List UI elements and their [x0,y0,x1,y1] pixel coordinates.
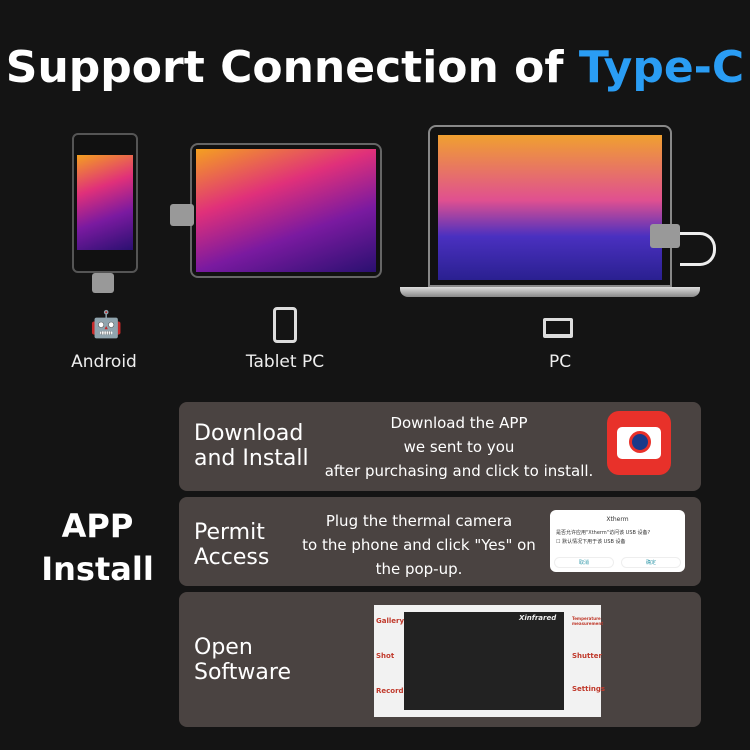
page-title: Support Connection of Type-C [0,42,750,93]
callout-temperature: Temperature measurement [572,616,604,626]
device-label: Tablet PC [245,352,325,372]
step-download: Download and Install Download the APP we… [179,402,701,491]
callout-settings: Settings [572,685,606,693]
phone-image [72,133,138,273]
usb-c-camera [92,273,114,293]
dialog-question: 是否允许应用"Xtherm"访问该 USB 设备? [556,530,651,536]
checkbox-label: 默认情况下用于该 USB 设备 [562,539,626,545]
callout-record: Record [376,687,404,695]
callout-gallery: Gallery [376,617,405,625]
desc-line: the pop-up. [375,560,463,578]
step-title: Open Software [194,635,291,685]
section-title: APP Install [41,507,154,588]
usb-cable [680,232,716,266]
laptop-base [400,287,700,297]
device-label: Android [71,352,137,372]
step-description: Download the APP we sent to you after pu… [319,411,599,483]
title-main: Support Connection of [5,42,579,93]
camera-app-icon [607,411,671,475]
dialog-checkbox[interactable]: ☐ 默认情况下用于该 USB 设备 [556,539,626,545]
laptop-image [428,125,672,287]
step-title: Download and Install [194,421,309,471]
desc-line: to the phone and click "Yes" on [302,536,536,554]
usb-c-camera [170,204,194,226]
camera-view [404,612,564,710]
ok-button[interactable]: 确定 [621,557,681,568]
title-accent: Type-C [578,42,745,93]
usb-permission-dialog: Xtherm 是否允许应用"Xtherm"访问该 USB 设备? ☐ 默认情况下… [550,510,685,572]
laptop-icon [543,318,573,338]
tablet-icon [273,307,297,343]
callout-shot: Shot [376,652,395,660]
step-title: Permit Access [194,520,270,570]
usb-c-camera [650,224,680,248]
desc-line: Download the APP [390,414,528,432]
callout-shutter: Shutter [572,652,602,660]
android-icon: 🤖 [90,310,123,340]
desc-line: Plug the thermal camera [325,512,513,530]
device-label: PC [548,352,572,372]
desc-line: after purchasing and click to install. [324,462,594,480]
brand-label: Xinfrared [519,614,557,622]
tablet-image [190,143,382,278]
app-screenshot: Xinfrared Gallery Shot Record Temperatur… [374,605,605,717]
cancel-button[interactable]: 取消 [554,557,614,568]
dialog-title: Xtherm [606,516,629,523]
desc-line: we sent to you [403,438,515,456]
step-description: Plug the thermal camera to the phone and… [294,509,544,581]
